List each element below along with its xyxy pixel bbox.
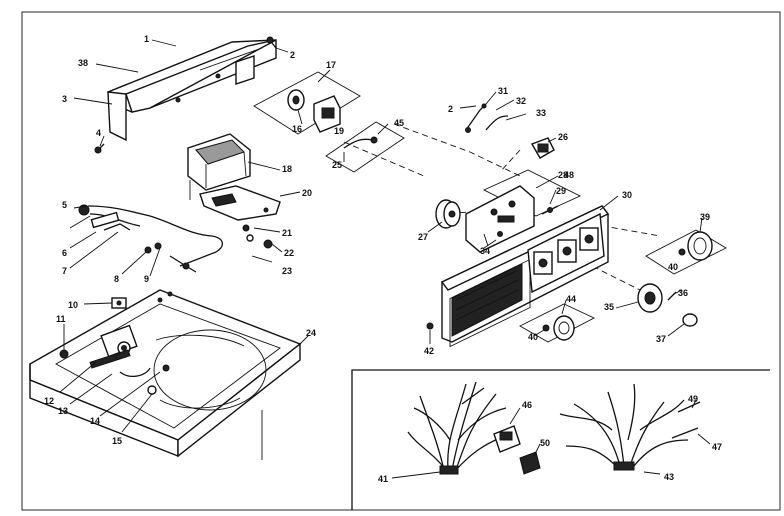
callout-29: 29 bbox=[556, 186, 566, 196]
switch-cluster bbox=[89, 324, 170, 395]
callout-19: 19 bbox=[334, 126, 344, 136]
callout-45: 45 bbox=[394, 118, 404, 128]
callout-30: 30 bbox=[622, 190, 632, 200]
callout-33: 33 bbox=[536, 108, 546, 118]
callout-5: 5 bbox=[62, 200, 67, 210]
knob-part bbox=[637, 283, 663, 313]
callout-2: 2 bbox=[290, 50, 295, 60]
mixing-valve-part bbox=[187, 133, 251, 191]
callout-43: 43 bbox=[664, 472, 674, 482]
knob-part bbox=[678, 231, 713, 261]
callout-11: 11 bbox=[56, 314, 66, 324]
callout-49: 49 bbox=[688, 394, 698, 404]
screw-part bbox=[94, 143, 105, 154]
callout-34: 34 bbox=[480, 246, 490, 256]
callout-17: 17 bbox=[326, 60, 336, 70]
page-border bbox=[21, 11, 781, 511]
callout-36: 36 bbox=[678, 288, 688, 298]
callout-26: 26 bbox=[558, 132, 568, 142]
callout-28: 28 bbox=[558, 170, 568, 180]
callout-24: 24 bbox=[306, 328, 316, 338]
callout-6: 6 bbox=[62, 248, 67, 258]
callout-44: 44 bbox=[566, 294, 576, 304]
callout-14: 14 bbox=[90, 416, 100, 426]
callout-16: 16 bbox=[292, 124, 302, 134]
callout-20: 20 bbox=[302, 188, 312, 198]
callout-4: 4 bbox=[96, 128, 101, 138]
callout-27: 27 bbox=[418, 232, 428, 242]
callout-9: 9 bbox=[144, 274, 149, 284]
console-bracket-part bbox=[465, 185, 535, 253]
callout-38: 38 bbox=[78, 58, 88, 68]
callout-41: 41 bbox=[378, 474, 388, 484]
control-knob-part bbox=[435, 199, 461, 229]
lid-switch-part bbox=[83, 297, 127, 309]
callout-2b: 2 bbox=[448, 104, 453, 114]
callout-12: 12 bbox=[44, 396, 54, 406]
callout-31: 31 bbox=[498, 86, 508, 96]
callout-39: 39 bbox=[700, 212, 710, 222]
top-cabinet-part bbox=[29, 289, 302, 460]
screw-part bbox=[266, 36, 277, 49]
callout-13: 13 bbox=[58, 406, 68, 416]
callout-10: 10 bbox=[68, 300, 78, 310]
callout-48: 48 bbox=[564, 170, 574, 180]
callout-40a: 40 bbox=[668, 262, 678, 272]
callout-15: 15 bbox=[112, 436, 122, 446]
callout-46: 46 bbox=[522, 400, 532, 410]
callout-1: 1 bbox=[144, 34, 149, 44]
callout-42: 42 bbox=[424, 346, 434, 356]
callout-3: 3 bbox=[62, 94, 67, 104]
callout-50: 50 bbox=[540, 438, 550, 448]
callout-18: 18 bbox=[282, 164, 292, 174]
callout-47: 47 bbox=[712, 442, 722, 452]
callout-22: 22 bbox=[284, 248, 294, 258]
knob-part bbox=[542, 315, 575, 341]
callout-25: 25 bbox=[332, 160, 342, 170]
callout-7: 7 bbox=[62, 266, 67, 276]
callout-40b: 40 bbox=[528, 332, 538, 342]
callout-8: 8 bbox=[114, 274, 119, 284]
callout-23: 23 bbox=[282, 266, 292, 276]
wiring-inset bbox=[351, 369, 770, 510]
callout-37: 37 bbox=[656, 334, 666, 344]
callout-32: 32 bbox=[516, 96, 526, 106]
rear-cover-part bbox=[107, 39, 277, 142]
control-console-part bbox=[440, 205, 610, 348]
callout-35: 35 bbox=[604, 302, 614, 312]
valve-bracket-part bbox=[199, 185, 281, 221]
switch-assembly-box bbox=[253, 71, 361, 135]
callout-21: 21 bbox=[282, 228, 292, 238]
switch-part bbox=[530, 137, 555, 159]
